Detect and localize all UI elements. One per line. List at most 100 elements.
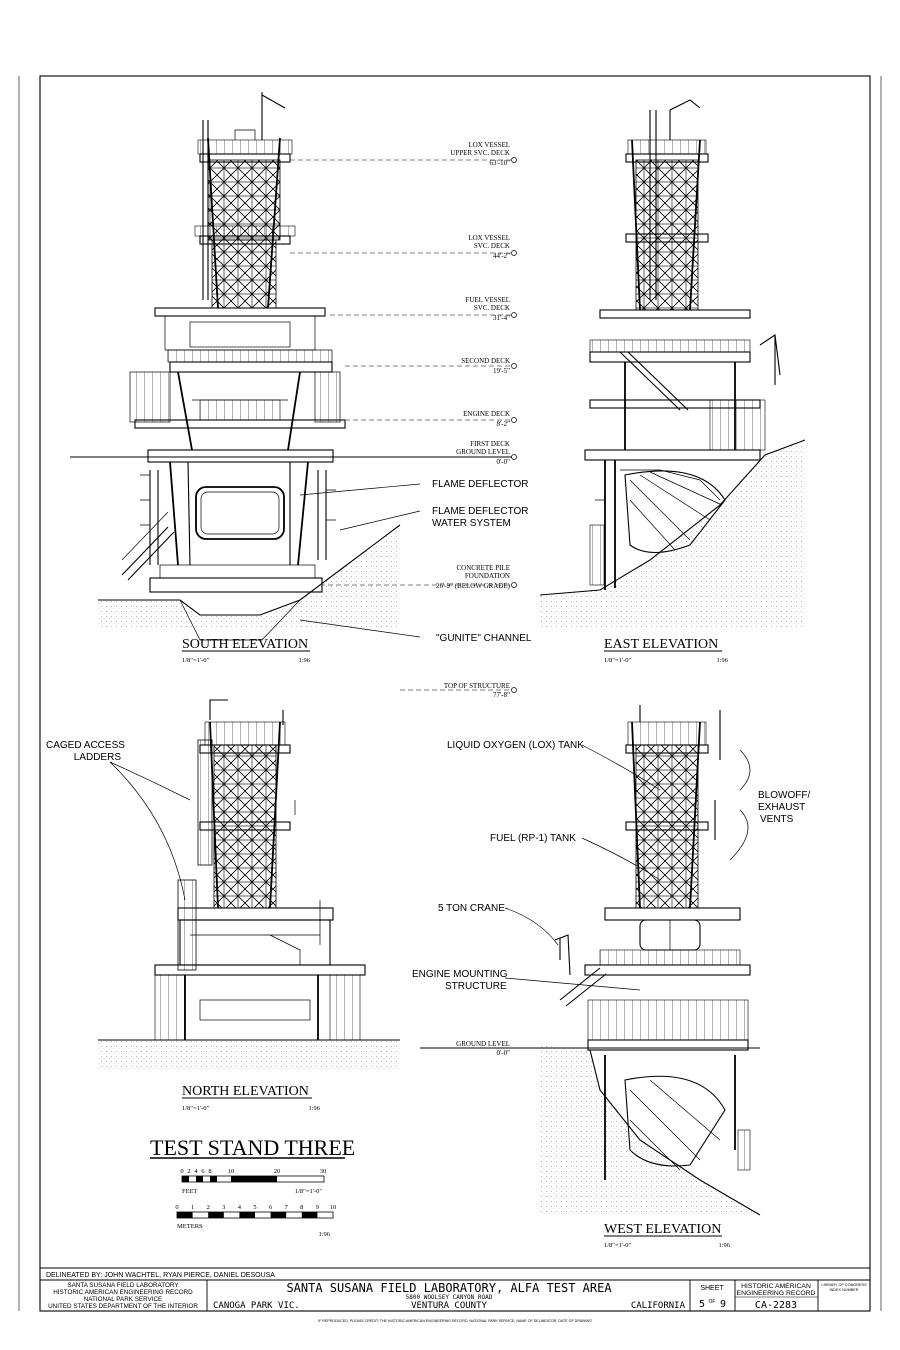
sheet-border bbox=[39, 75, 871, 1312]
callout-blowoff-3: VENTS bbox=[760, 814, 794, 825]
north-scale: 1/8"=1'-0" bbox=[182, 1105, 209, 1112]
east-ratio: 1:96 bbox=[716, 657, 728, 664]
view-titles: SOUTH ELEVATION 1/8"=1'-0" 1:96 EAST ELE… bbox=[150, 637, 731, 1249]
callout-caged-1: CAGED ACCESS bbox=[46, 740, 125, 751]
level-1-name2: UPPER SVC. DECK bbox=[450, 149, 510, 157]
svg-text:LIBRARY OF CONGRESS: LIBRARY OF CONGRESS bbox=[821, 1283, 867, 1287]
level-7-name2: FOUNDATION bbox=[465, 572, 510, 580]
sheet-label: SHEET bbox=[700, 1285, 724, 1292]
svg-text:6: 6 bbox=[269, 1204, 273, 1211]
south-title: SOUTH ELEVATION bbox=[182, 637, 308, 652]
svg-text:0: 0 bbox=[180, 1168, 183, 1175]
feet-unit: FEET bbox=[182, 1188, 198, 1195]
east-scale: 1/8"=1'-0" bbox=[604, 657, 631, 664]
callout-blowoff-2: EXHAUST bbox=[758, 802, 805, 813]
level-4-name2: SECOND DECK bbox=[461, 357, 510, 365]
callout-engine-mount-2: STRUCTURE bbox=[445, 981, 507, 992]
ground-level-name: GROUND LEVEL bbox=[456, 1040, 510, 1048]
haer-number: CA-2283 bbox=[755, 1300, 797, 1311]
level-labels: LOX VESSEL UPPER SVC. DECK 63'-10" LOX V… bbox=[436, 141, 511, 1057]
level-1-elev: 63'-10" bbox=[490, 159, 511, 167]
svg-text:10: 10 bbox=[330, 1204, 337, 1211]
level-2-elev: 44'-2" bbox=[493, 252, 510, 260]
svg-text:HISTORIC AMERICAN ENGINEERING: HISTORIC AMERICAN ENGINEERING RECORD bbox=[53, 1289, 193, 1296]
callout-flame-deflector: FLAME DEFLECTOR bbox=[432, 479, 529, 490]
callout-flame-water-2: WATER SYSTEM bbox=[432, 518, 511, 529]
west-ratio: 1:96 bbox=[718, 1242, 730, 1249]
level-6-name1: FIRST DECK bbox=[470, 440, 510, 448]
south-level-markers bbox=[70, 157, 517, 588]
sheet-num: 5 bbox=[699, 1299, 705, 1310]
svg-text:5: 5 bbox=[253, 1204, 256, 1211]
svg-text:8: 8 bbox=[208, 1168, 211, 1175]
meter-unit: METERS bbox=[177, 1223, 203, 1230]
reproduction-credit: IF REPRODUCED, PLEASE CREDIT: THE HISTOR… bbox=[318, 1319, 592, 1323]
north-title: NORTH ELEVATION bbox=[182, 1084, 309, 1099]
south-scale: 1/8"=1'-0" bbox=[182, 657, 209, 664]
meter-scale-labels: 0 1 2 3 4 5 6 7 8 9 10 METERS 1:96 bbox=[175, 1204, 336, 1238]
ground-level-elev: 0'-0" bbox=[497, 1049, 511, 1057]
callout-crane: 5 TON CRANE bbox=[438, 903, 505, 914]
meter-scale-bar bbox=[176, 1211, 334, 1219]
meter-ratio: 1:96 bbox=[318, 1231, 330, 1238]
callout-lox-tank: LIQUID OXYGEN (LOX) TANK bbox=[447, 740, 584, 751]
svg-text:INDEX NUMBER: INDEX NUMBER bbox=[829, 1288, 858, 1292]
project-address: 5800 WOOLSEY CANYON ROAD bbox=[406, 1294, 493, 1301]
svg-text:4: 4 bbox=[238, 1204, 242, 1211]
callout-caged-2: LADDERS bbox=[74, 752, 122, 763]
drawing-title: TEST STAND THREE bbox=[150, 1135, 355, 1160]
callout-leaders bbox=[109, 483, 751, 991]
sheet-of: OF bbox=[709, 1299, 716, 1305]
svg-text:SANTA SUSANA FIELD LABORATORY: SANTA SUSANA FIELD LABORATORY bbox=[67, 1282, 179, 1289]
level-target-marks bbox=[511, 157, 517, 588]
level-2-name1: LOX VESSEL bbox=[468, 234, 510, 242]
level-5-elev: 8'-2" bbox=[497, 420, 511, 428]
project-county: VENTURA COUNTY bbox=[411, 1301, 487, 1311]
east-elevation-drawing bbox=[539, 99, 806, 628]
svg-text:2: 2 bbox=[207, 1204, 210, 1211]
svg-text:7: 7 bbox=[285, 1204, 289, 1211]
svg-text:20: 20 bbox=[274, 1168, 281, 1175]
feet-scale: 1/8"=1'-0" bbox=[295, 1188, 322, 1195]
svg-text:NATIONAL PARK SERVICE: NATIONAL PARK SERVICE bbox=[84, 1296, 163, 1303]
west-elevation-drawing bbox=[420, 705, 761, 1216]
svg-text:1: 1 bbox=[191, 1204, 194, 1211]
project-state: CALIFORNIA bbox=[631, 1301, 686, 1311]
svg-text:9: 9 bbox=[316, 1204, 319, 1211]
svg-text:10: 10 bbox=[228, 1168, 235, 1175]
south-ratio: 1:96 bbox=[298, 657, 310, 664]
level-5-name2: ENGINE DECK bbox=[463, 410, 510, 418]
svg-text:HISTORIC AMERICAN: HISTORIC AMERICAN bbox=[741, 1283, 811, 1290]
callout-blowoff-1: BLOWOFF/ bbox=[758, 790, 810, 801]
sheet-total: 9 bbox=[720, 1299, 726, 1310]
level-3-elev: 31'-4" bbox=[493, 314, 510, 322]
level-1-name1: LOX VESSEL bbox=[468, 141, 510, 149]
west-scale: 1/8"=1'-0" bbox=[604, 1242, 631, 1249]
svg-text:30: 30 bbox=[320, 1168, 327, 1175]
level-6-elev: 0'-0" bbox=[497, 458, 511, 466]
svg-text:0: 0 bbox=[175, 1204, 178, 1211]
title-block-frame bbox=[40, 1267, 870, 1311]
east-title: EAST ELEVATION bbox=[604, 637, 718, 652]
callout-gunite: "GUNITE" CHANNEL bbox=[436, 633, 532, 644]
level-6-name2: GROUND LEVEL bbox=[456, 448, 510, 456]
level-7-elev: 26'-9" (BELOW GRADE) bbox=[436, 582, 511, 590]
project-title: SANTA SUSANA FIELD LABORATORY, ALFA TEST… bbox=[286, 1281, 612, 1295]
level-7-name1: CONCRETE PILE bbox=[457, 564, 510, 572]
feet-scale-labels: 0 2 4 6 8 10 20 30 FEET 1/8"=1'-0" bbox=[180, 1168, 326, 1195]
level-3-name1: FUEL VESSEL bbox=[465, 296, 510, 304]
feet-scale-bar bbox=[181, 1175, 325, 1183]
level-4-elev: 19'-5" bbox=[493, 367, 510, 375]
svg-text:4: 4 bbox=[194, 1168, 198, 1175]
project-city: CANOGA PARK VIC. bbox=[213, 1301, 300, 1311]
top-level-elev: 77'-8" bbox=[493, 691, 510, 699]
west-title: WEST ELEVATION bbox=[604, 1222, 721, 1237]
north-elevation-drawing bbox=[98, 699, 400, 1070]
callout-flame-water-1: FLAME DEFLECTOR bbox=[432, 506, 529, 517]
svg-text:UNITED STATES DEPARTMENT OF TH: UNITED STATES DEPARTMENT OF THE INTERIOR bbox=[48, 1303, 198, 1310]
callout-engine-mount-1: ENGINE MOUNTING bbox=[412, 969, 508, 980]
svg-text:3: 3 bbox=[222, 1204, 225, 1211]
svg-text:ENGINEERING RECORD: ENGINEERING RECORD bbox=[737, 1290, 816, 1297]
callout-fuel-tank: FUEL (RP-1) TANK bbox=[490, 833, 576, 844]
